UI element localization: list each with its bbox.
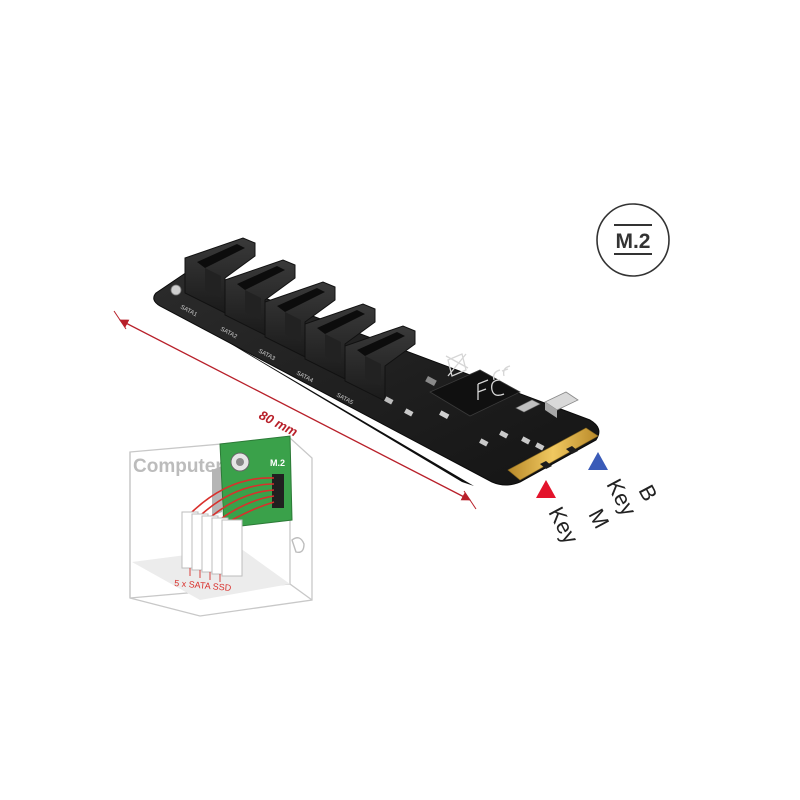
ssd-stack	[181, 511, 243, 577]
connector-key	[245, 290, 261, 320]
computer-label: Computer	[133, 456, 223, 477]
mini-card-chip-core	[236, 458, 244, 466]
mini-card-port-block	[272, 474, 284, 508]
key-m-letter: M	[584, 505, 615, 533]
key-b-arrow-icon	[588, 452, 608, 470]
key-m-label: Key M	[536, 480, 614, 548]
gold-edge-contacts	[507, 427, 599, 481]
smd-component	[425, 376, 437, 386]
key-notch-m	[540, 461, 552, 469]
fc-mark-icon	[477, 379, 505, 400]
key-m-word: Key	[544, 503, 584, 548]
sata-cable	[191, 477, 275, 513]
smd-component	[535, 442, 545, 451]
case-inner-edge	[289, 438, 313, 601]
dimension-line	[119, 319, 471, 501]
sata-connector	[264, 281, 336, 358]
connector-slot	[317, 310, 365, 334]
sata-connector	[184, 237, 256, 314]
sata-cable	[211, 489, 275, 517]
m2-badge: M.2	[596, 203, 670, 277]
sata-cable	[201, 483, 275, 515]
ce-mark-icon	[492, 365, 511, 381]
inductor-side	[545, 402, 557, 418]
ssd-drive	[221, 519, 243, 577]
connector-key	[365, 356, 381, 386]
sata-connector	[304, 303, 376, 380]
capacitor	[515, 399, 541, 413]
sata-connector	[224, 259, 296, 336]
mini-card-label: M.2	[270, 458, 285, 468]
smd-component	[479, 438, 489, 447]
smd-component	[439, 410, 450, 419]
key-m-arrow-icon	[536, 480, 556, 498]
ssd-leader-lines	[189, 568, 221, 582]
m2-adapter-card: SATA1 SATA2 SATA3 SATA4 SATA5	[153, 237, 600, 486]
connector-slot	[277, 288, 325, 312]
card-bracket	[291, 537, 305, 554]
certification-marks	[445, 353, 511, 400]
connector-key	[285, 312, 301, 342]
dimension-tick-left	[113, 310, 127, 330]
key-notch-b	[566, 446, 578, 454]
connector-key	[325, 334, 341, 364]
sata-cables	[191, 477, 275, 521]
connector-slot	[237, 266, 285, 290]
sata-cable	[231, 501, 275, 521]
m2-badge-circle	[596, 203, 670, 277]
sata-connector	[344, 325, 416, 402]
m2-badge-label: M.2	[615, 230, 650, 253]
smd-component	[404, 408, 414, 417]
sata-cable	[221, 495, 275, 519]
dimension-tick-right	[463, 490, 477, 510]
smd-component	[499, 430, 509, 439]
connector-slot	[197, 244, 245, 268]
installation-diagram: Computer M.2	[129, 435, 313, 617]
connector-key	[205, 268, 221, 298]
smd-component	[384, 396, 394, 405]
weee-bin-icon	[445, 353, 469, 377]
mounting-hole	[170, 284, 182, 296]
dimension-label: 80 mm	[257, 407, 301, 439]
case-floor	[132, 548, 290, 600]
smd-component	[521, 436, 531, 445]
connector-slot	[357, 332, 405, 356]
controller-chip	[429, 369, 521, 417]
